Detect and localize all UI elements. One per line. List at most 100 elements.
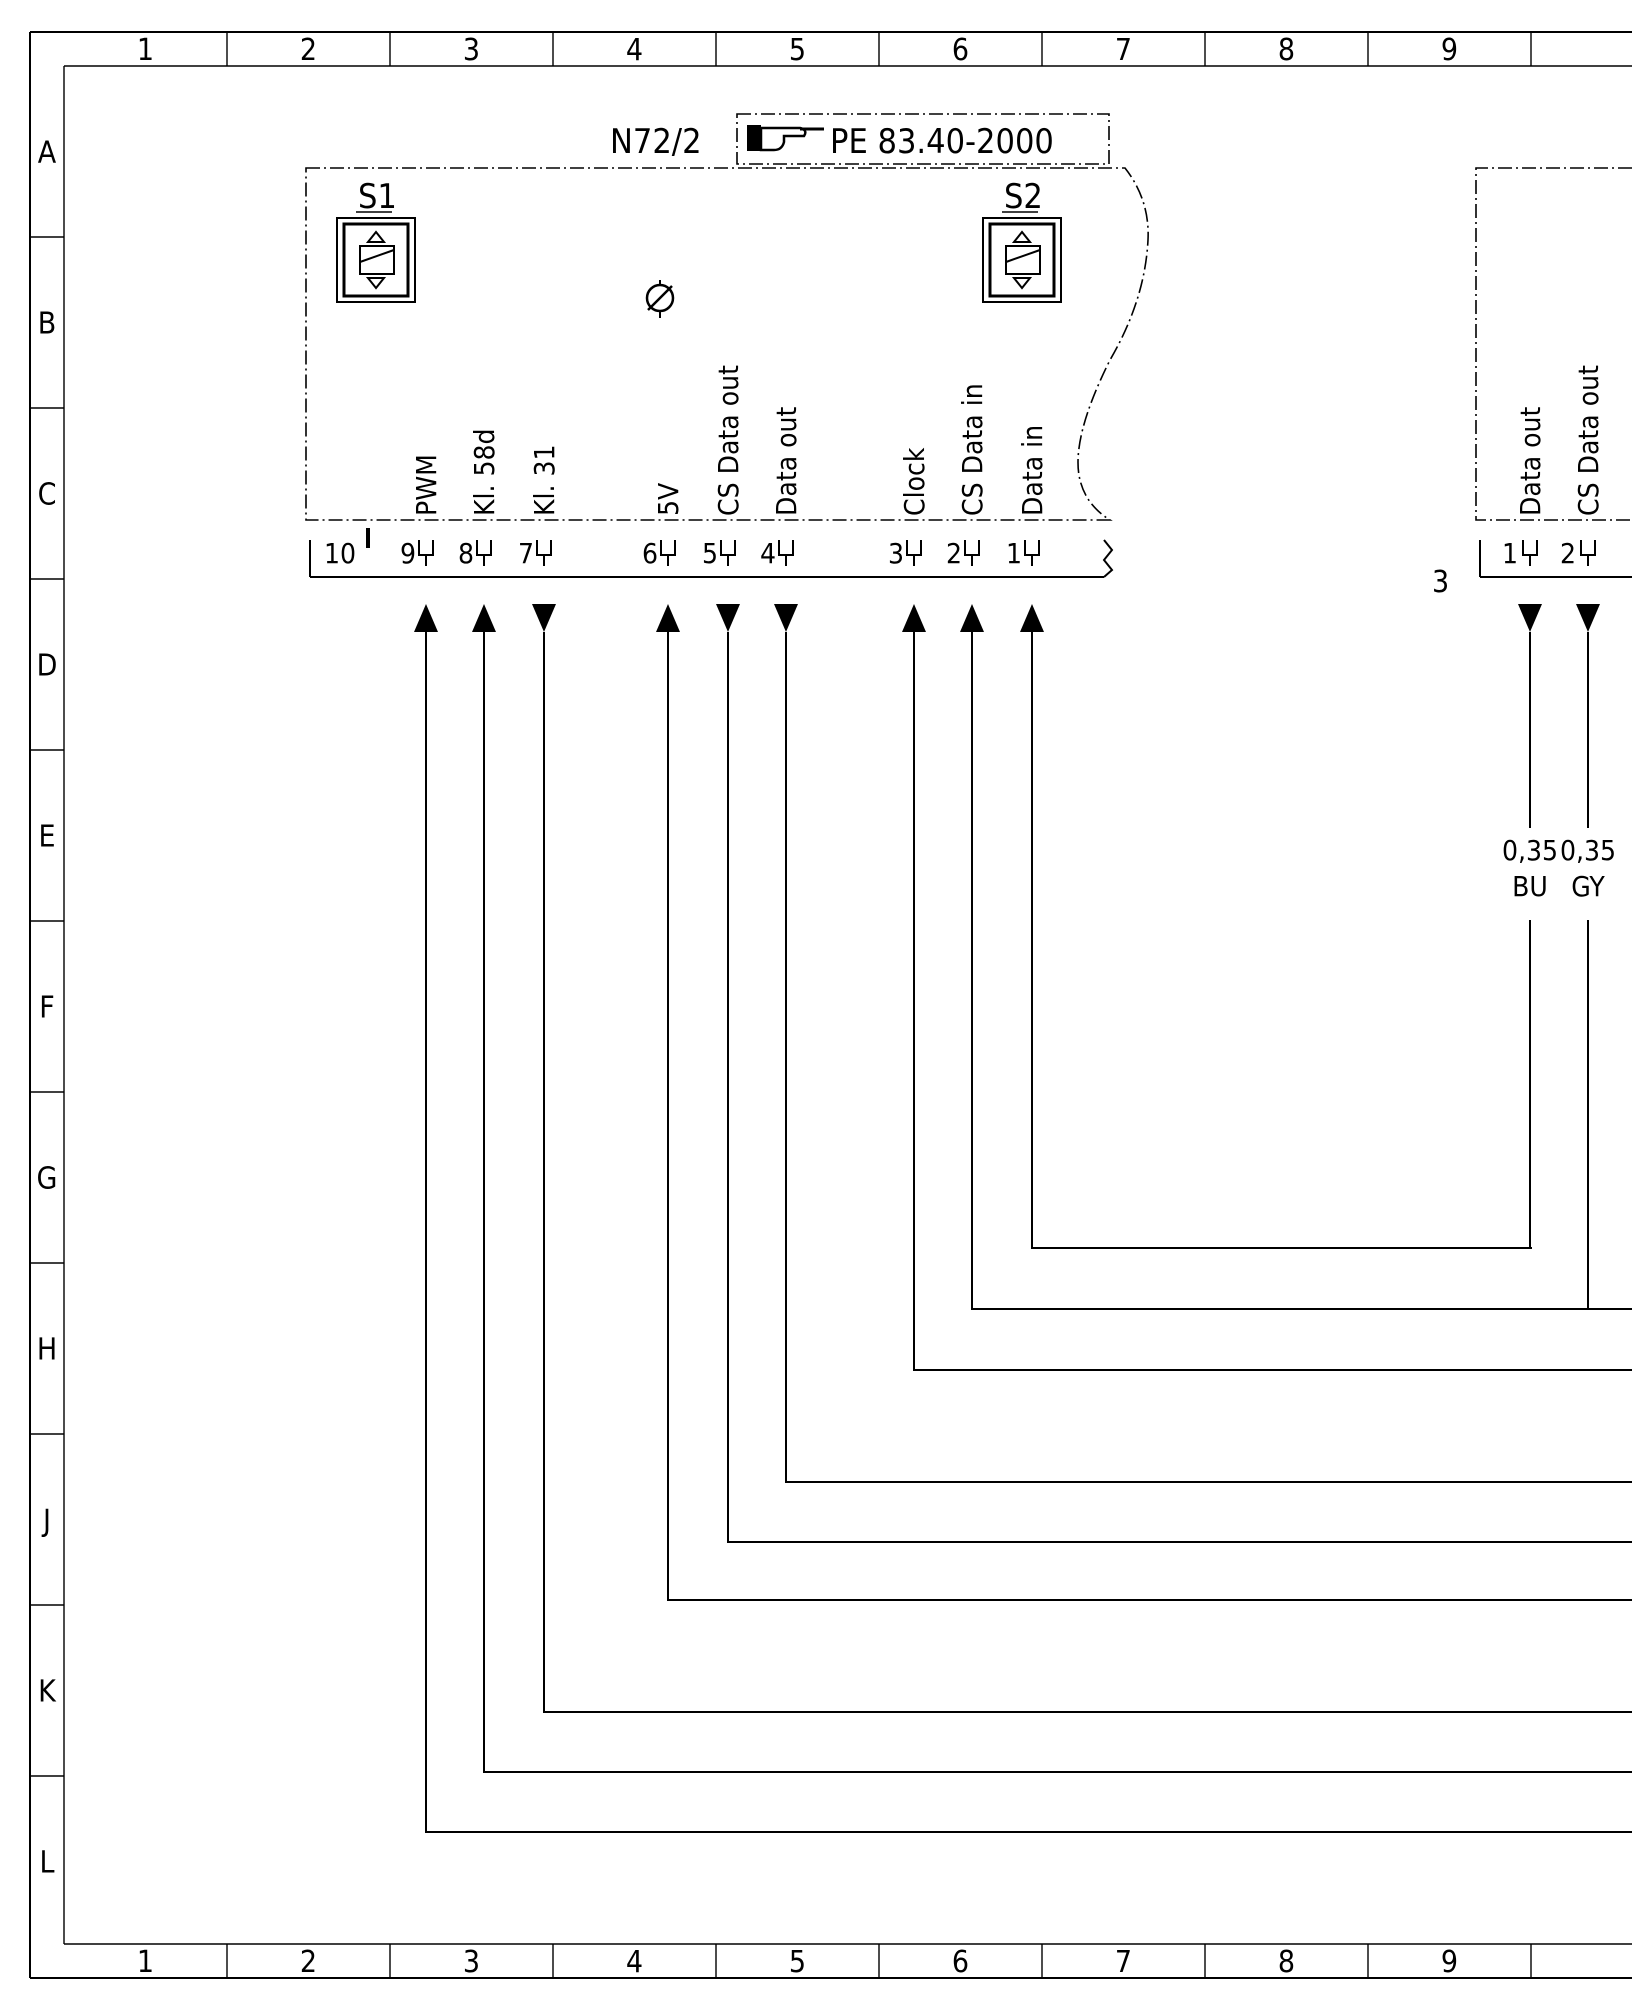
wire-color: BU: [1512, 870, 1548, 903]
row-label: C: [38, 478, 57, 513]
wire: [785, 632, 1632, 1483]
input-arrow-icon: [1020, 604, 1044, 632]
signal-label: Clock: [898, 447, 931, 516]
pin-number: 10: [324, 537, 356, 570]
pin-number: 2: [946, 537, 962, 570]
wire-gauge: 0,35: [1560, 834, 1616, 867]
row-label: G: [37, 1162, 58, 1197]
pin-terminal: [1580, 540, 1596, 566]
output-arrow-icon: [532, 604, 556, 632]
ground-point-icon: [645, 280, 675, 318]
column-label: 9: [1441, 33, 1458, 68]
column-label: 6: [952, 33, 969, 68]
switch-s1-label: S1: [358, 177, 397, 217]
column-label: 1: [137, 33, 154, 68]
row-label: A: [38, 136, 57, 171]
signal-label: CS Data in: [956, 383, 989, 516]
column-label: 7: [1115, 33, 1132, 68]
column-label: 7: [1115, 1945, 1132, 1980]
row-label: H: [37, 1333, 57, 1368]
pin-terminal: [778, 540, 794, 566]
reference-number: PE 83.40-2000: [830, 122, 1054, 162]
pin-number: 7: [518, 537, 534, 570]
drawing-frame: [29, 31, 1632, 1979]
pin-number: 1: [1006, 537, 1022, 570]
column-label: 4: [626, 33, 643, 68]
wire-gauge: 0,35: [1502, 834, 1558, 867]
column-index: 1 1 2 2 3 3 4 4 5 5 6 6 7 7 8 8 9 9: [137, 32, 1532, 1980]
wire: [667, 632, 1632, 1601]
input-arrow-icon: [960, 604, 984, 632]
column-label: 2: [300, 33, 317, 68]
signal-label: PWM: [410, 454, 443, 516]
window-switch-icon: [336, 217, 416, 303]
wire: [483, 632, 1632, 1773]
pin-terminal: [660, 540, 676, 566]
wire: [425, 632, 1632, 1833]
row-label: D: [37, 649, 58, 684]
row-label: L: [39, 1846, 54, 1881]
pin-terminal: [720, 540, 736, 566]
connector-right-label: 3: [1432, 565, 1449, 600]
wire: [971, 632, 1632, 1310]
signal-label: Kl. 31: [528, 444, 561, 516]
row-label: F: [39, 991, 55, 1026]
input-arrow-icon: [472, 604, 496, 632]
pin-terminal: [1522, 540, 1538, 566]
row-label: B: [38, 307, 57, 342]
row-label: K: [38, 1675, 57, 1710]
pin-number: 6: [642, 537, 658, 570]
signal-label: Data out: [770, 406, 803, 516]
pin-number: 3: [888, 537, 904, 570]
signal-label: Kl. 58d: [468, 428, 501, 516]
wire: [543, 632, 1632, 1713]
signal-label: 5V: [652, 482, 685, 516]
row-label: E: [38, 820, 55, 855]
pin-number: 1: [1502, 537, 1518, 570]
component-id: N72/2: [610, 122, 702, 162]
input-arrow-icon: [414, 604, 438, 632]
wire-color: GY: [1571, 870, 1605, 903]
signal-label: CS Data out: [712, 365, 745, 516]
output-arrow-icon: [716, 604, 740, 632]
component-outline: [305, 167, 1149, 521]
column-label: 3: [463, 1945, 480, 1980]
column-label: 4: [626, 1945, 643, 1980]
pin-number: 2: [1560, 537, 1576, 570]
column-label: 8: [1278, 1945, 1295, 1980]
column-label: 5: [789, 1945, 806, 1980]
output-arrow-icon: [1576, 604, 1600, 632]
pin-terminal: [964, 540, 980, 566]
pin-number: 8: [458, 537, 474, 570]
column-label: 5: [789, 33, 806, 68]
row-label: J: [41, 1504, 51, 1539]
column-label: 8: [1278, 33, 1295, 68]
connector-strip-right: [1479, 540, 1632, 578]
pin-terminal: [1024, 540, 1040, 566]
input-arrow-icon: [902, 604, 926, 632]
window-switch-icon: [982, 217, 1062, 303]
pin-number: 9: [400, 537, 416, 570]
column-label: 2: [300, 1945, 317, 1980]
pin-terminal: [418, 540, 434, 566]
pin-terminal: [536, 540, 552, 566]
input-arrow-icon: [656, 604, 680, 632]
switch-s2-label: S2: [1004, 177, 1043, 217]
component-outline-right: [1475, 167, 1632, 521]
row-index: A B C D E F G H J K L: [30, 136, 64, 1881]
pointing-hand-icon: [747, 125, 824, 152]
pin-number: 4: [760, 537, 776, 570]
output-arrow-icon: [774, 604, 798, 632]
signal-label: Data in: [1016, 425, 1049, 516]
output-arrow-icon: [1518, 604, 1542, 632]
column-label: 6: [952, 1945, 969, 1980]
column-label: 9: [1441, 1945, 1458, 1980]
column-label: 1: [137, 1945, 154, 1980]
connector-strip: [309, 539, 1114, 578]
column-label: 3: [463, 33, 480, 68]
wire: [1031, 632, 1532, 1249]
wire: [727, 632, 1632, 1543]
